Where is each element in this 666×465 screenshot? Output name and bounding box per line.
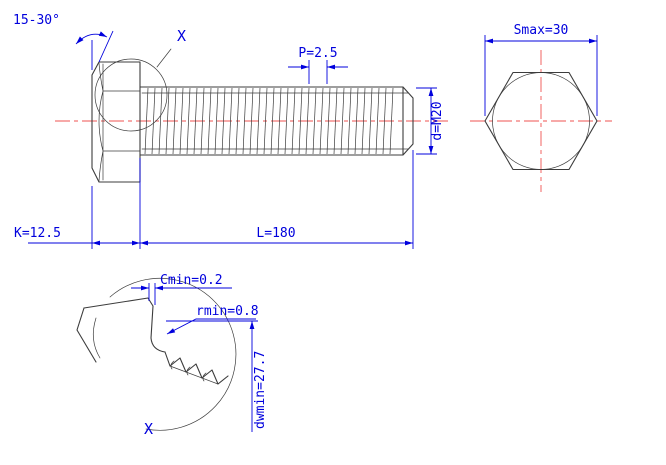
washer-diameter-dimension: dwmin=27.7 xyxy=(166,320,268,432)
diameter-dimension: d=M20 xyxy=(416,87,445,155)
detail-facet-arc xyxy=(92,317,101,359)
thread-line xyxy=(270,87,275,155)
thread-root-lines xyxy=(141,92,409,150)
detail-thread-teeth xyxy=(164,351,229,385)
pitch-extension-lines xyxy=(308,60,328,84)
arrowhead xyxy=(132,240,140,246)
detail-thread-hatches xyxy=(170,360,207,382)
angle-extension-lines xyxy=(91,30,114,70)
arrowhead xyxy=(405,240,413,246)
thread-line xyxy=(340,87,345,155)
detail-head-outline xyxy=(83,297,166,353)
thread-line xyxy=(375,87,380,155)
chamfer-extension-lines xyxy=(148,283,156,305)
thread-line xyxy=(312,87,317,155)
thread-line xyxy=(228,87,233,155)
thread-line xyxy=(158,87,163,155)
thread-line xyxy=(277,87,282,155)
arrowhead xyxy=(301,64,309,70)
washer-face-chamfer-label: Cmin=0.2 xyxy=(160,273,223,288)
thread-line xyxy=(291,87,296,155)
thread-line xyxy=(368,87,373,155)
width-across-flats-label: Smax=30 xyxy=(514,23,569,38)
hex-end-view: Smax=30 xyxy=(470,23,612,192)
thread-line xyxy=(193,87,198,155)
thread-line xyxy=(235,87,240,155)
shank-length-label: L=180 xyxy=(256,226,295,241)
angle-label: 15-30° xyxy=(13,13,60,28)
arrowhead xyxy=(98,31,107,37)
thread-line xyxy=(221,87,226,155)
arrowhead xyxy=(140,240,148,246)
underhead-fillet-label: rmin=0.8 xyxy=(196,304,259,319)
diameter-extension-lines xyxy=(416,87,437,155)
thread-line xyxy=(333,87,338,155)
detail-boundary-arc xyxy=(109,277,237,431)
fillet-dimension: rmin=0.8 xyxy=(166,304,259,335)
thread-line xyxy=(172,87,177,155)
pitch-label: P=2.5 xyxy=(298,46,337,61)
thread-line xyxy=(298,87,303,155)
thread-line xyxy=(179,87,184,155)
arrowhead xyxy=(485,38,493,44)
thread-line xyxy=(389,87,394,155)
bolt-head-facet-lines xyxy=(98,62,141,182)
thread-line xyxy=(326,87,331,155)
arrowhead xyxy=(249,321,255,329)
detail-x-circle xyxy=(94,58,168,132)
detail-thread-root-line xyxy=(169,365,219,385)
arrowhead xyxy=(589,38,597,44)
detail-view-x: Cmin=0.2 rmin=0.8 dwmin=27.7 X xyxy=(76,273,268,438)
thread-lines xyxy=(144,87,394,155)
arrowhead xyxy=(428,88,434,96)
width-extension-lines xyxy=(484,35,598,116)
thread-line xyxy=(263,87,268,155)
thread-line xyxy=(151,87,156,155)
thread-line xyxy=(382,87,387,155)
arrowhead xyxy=(76,36,84,44)
length-extension-lines xyxy=(91,150,414,249)
thread-line xyxy=(165,87,170,155)
arrowhead xyxy=(327,64,335,70)
thread-line xyxy=(361,87,366,155)
arrowhead xyxy=(92,240,100,246)
thread-line xyxy=(186,87,191,155)
pitch-dimension: P=2.5 xyxy=(288,46,348,84)
thread-line xyxy=(214,87,219,155)
detail-x-leader xyxy=(156,48,172,68)
thread-line xyxy=(249,87,254,155)
thread-line xyxy=(207,87,212,155)
bolt-side-view xyxy=(55,48,450,183)
hexagon-outline xyxy=(484,71,598,171)
thread-line xyxy=(284,87,289,155)
chamfer-dimension: Cmin=0.2 xyxy=(131,273,232,305)
arrowhead xyxy=(141,285,149,291)
arrowhead xyxy=(155,285,163,291)
washer-face-diameter-label: dwmin=27.7 xyxy=(253,351,268,429)
thread-line xyxy=(144,87,149,155)
arrowhead xyxy=(167,328,176,334)
inscribed-circle xyxy=(492,72,590,170)
bolt-shank-outline xyxy=(139,86,414,156)
thread-line xyxy=(242,87,247,155)
thread-line xyxy=(347,87,352,155)
head-height-label: K=12.5 xyxy=(14,226,61,241)
detail-head-left-edge xyxy=(76,307,97,363)
fillet-leader-line xyxy=(166,318,256,335)
thread-line xyxy=(319,87,324,155)
detail-marker-bottom: X xyxy=(144,420,153,438)
width-dimension: Smax=30 xyxy=(484,23,598,116)
angle-dimension: 15-30° xyxy=(13,13,114,70)
thread-line xyxy=(305,87,310,155)
thread-line xyxy=(354,87,359,155)
detail-marker-top: X xyxy=(177,27,186,45)
arrowhead xyxy=(428,146,434,154)
thread-line xyxy=(256,87,261,155)
length-dimensions: K=12.5 L=180 xyxy=(14,150,414,249)
diameter-label: d=M20 xyxy=(430,101,445,140)
thread-line xyxy=(200,87,205,155)
